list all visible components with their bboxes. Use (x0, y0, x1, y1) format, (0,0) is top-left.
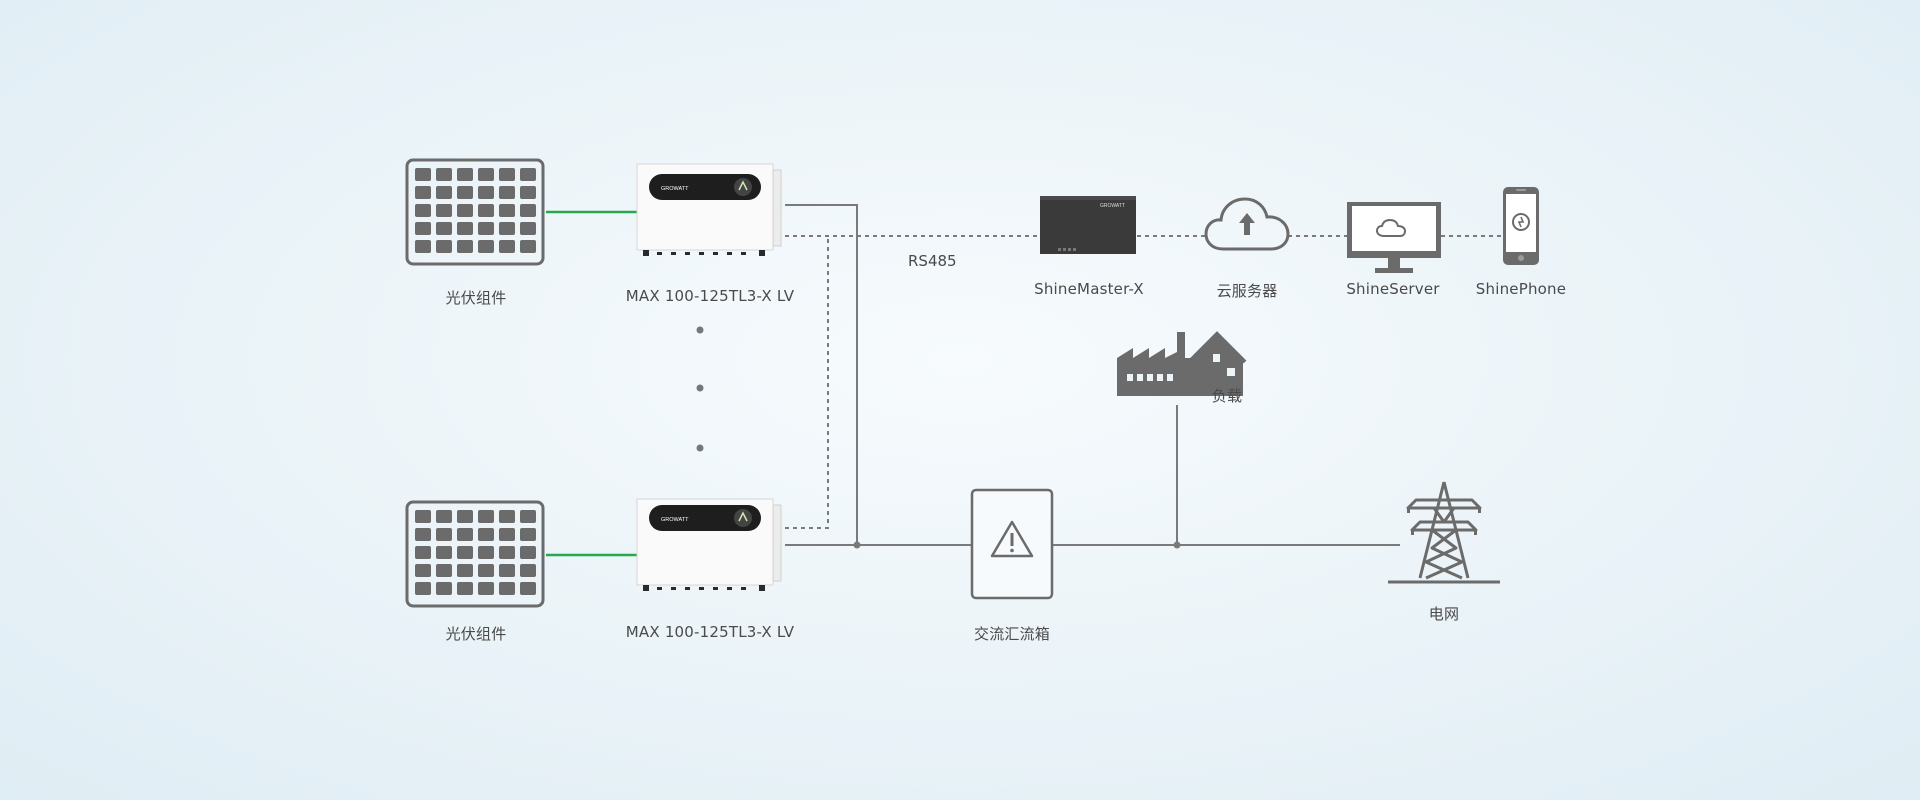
factory-load-icon (1117, 331, 1247, 396)
junction-dot-1 (853, 541, 861, 549)
ac-box-label: 交流汇流箱 (973, 625, 1051, 643)
ac-lines (785, 204, 1400, 546)
datalogger-brand: GROWATT (1100, 203, 1125, 209)
rs485-line-bottom (785, 236, 829, 529)
load-label: 负载 (1211, 387, 1243, 405)
shinephone-label: ShinePhone (1475, 280, 1567, 298)
solar-panel-icon (405, 158, 545, 266)
shineserver-label: ShineServer (1346, 280, 1440, 298)
rs485-label: RS485 (908, 252, 957, 270)
transmission-tower-icon (1388, 481, 1500, 584)
cloud-upload-icon (1204, 197, 1290, 251)
inverter-brand: GROWATT (661, 186, 689, 192)
solar-panel-icon (405, 500, 545, 608)
smartphone-icon (1503, 187, 1539, 265)
rs485-lines (785, 235, 1503, 529)
inverter-icon: GROWATT (636, 498, 782, 591)
inverter-icon: GROWATT (636, 163, 782, 256)
shinemaster-label: ShineMaster-X (1034, 280, 1144, 298)
monitor-icon (1347, 202, 1441, 273)
ellipsis-dot (696, 384, 704, 392)
junction-dot-2 (1173, 541, 1181, 549)
ellipsis-dot (696, 326, 704, 334)
ellipsis-dot (696, 444, 704, 452)
pv-top-label: 光伏组件 (445, 289, 507, 307)
inverter-top-label: MAX 100-125TL3-X LV (625, 287, 795, 305)
datalogger-icon: GROWATT (1040, 196, 1136, 254)
inverter-brand: GROWATT (661, 517, 689, 523)
cloud-label: 云服务器 (1216, 282, 1278, 300)
inverter-bottom-label: MAX 100-125TL3-X LV (625, 623, 795, 641)
pv-bottom-label: 光伏组件 (445, 625, 507, 643)
ac-combiner-box-icon (970, 488, 1054, 600)
ac-line-top-inverter (785, 204, 858, 545)
grid-label: 电网 (1428, 605, 1460, 623)
